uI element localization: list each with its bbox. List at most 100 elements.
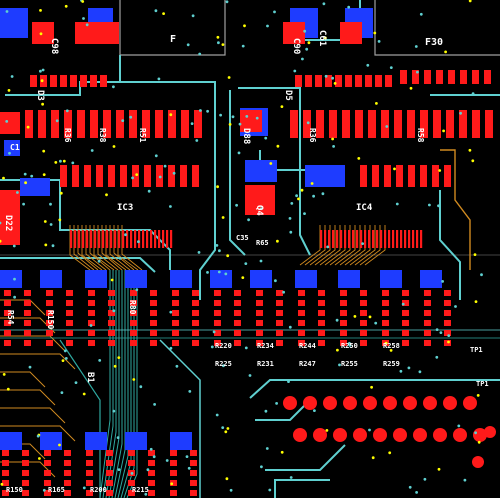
cyan-trace (0, 257, 156, 273)
bank-pad (24, 310, 31, 316)
region-outline (374, 0, 500, 56)
testpoint-label: TP1 (476, 380, 489, 388)
smd-pad (168, 165, 175, 187)
bank-pad (4, 300, 11, 306)
bank-pad (170, 460, 177, 466)
bank-pad (234, 300, 241, 306)
via (331, 137, 334, 141)
smd-pad (375, 75, 382, 87)
bank-pad (424, 290, 431, 296)
bank-pad (170, 470, 177, 476)
via (408, 485, 412, 489)
bank-pad (276, 290, 283, 296)
designator-label: D88 (241, 128, 251, 144)
bank-pad (44, 460, 51, 466)
via (471, 159, 475, 163)
via (6, 387, 10, 391)
bank-pad (148, 480, 155, 486)
ic-pin (336, 230, 339, 248)
via (5, 120, 9, 123)
bank-label: R244 (299, 342, 316, 350)
bank-pad (128, 450, 135, 456)
bank-pad (298, 290, 305, 296)
via (229, 488, 233, 492)
via (225, 0, 229, 4)
bank-pad (24, 290, 31, 296)
bank-pad (44, 470, 51, 476)
smd-pad (345, 75, 352, 87)
orange-trace (354, 225, 376, 266)
smd-pad (448, 70, 455, 84)
ic-pin (356, 230, 359, 248)
via (447, 334, 451, 337)
smd-pad (181, 110, 189, 138)
bank-pad (22, 480, 29, 486)
bank-pad (256, 300, 263, 306)
via (0, 482, 4, 486)
via (273, 10, 276, 14)
via (23, 172, 27, 176)
bank-pad (46, 320, 53, 326)
smd-pad (396, 165, 403, 187)
via (399, 369, 403, 373)
bank-pad (402, 300, 409, 306)
bank-pad (46, 330, 53, 336)
ic-pin (360, 230, 363, 248)
designator-label: R36 (63, 128, 72, 143)
smd-pad (459, 110, 467, 138)
smd-pad (408, 165, 415, 187)
via (288, 325, 292, 329)
via (186, 43, 190, 47)
bank-pad (88, 320, 95, 326)
via (268, 488, 272, 492)
designator-label: D3 (35, 90, 45, 101)
via (335, 318, 339, 322)
via (244, 262, 248, 265)
testpoint-label: TP1 (470, 346, 483, 354)
bank-pad (276, 340, 283, 346)
bank-pad (64, 460, 71, 466)
bank-pad (318, 290, 325, 296)
smd-pad (295, 75, 302, 87)
via (227, 76, 231, 79)
bank-pad (340, 310, 347, 316)
bank-pad (150, 300, 157, 306)
via (39, 9, 42, 12)
bottom-pad (40, 270, 62, 288)
via (169, 113, 173, 117)
bank-pad (360, 330, 367, 336)
bottom-pad (420, 270, 442, 288)
bank-pad (148, 490, 155, 496)
bank-pad (4, 330, 11, 336)
via (85, 23, 89, 27)
bank-pad (172, 330, 179, 336)
smd-pad (155, 110, 163, 138)
via (459, 111, 462, 115)
bank-label: R234 (257, 342, 274, 350)
via (210, 345, 214, 349)
via (423, 477, 427, 481)
via (43, 220, 47, 223)
via (44, 243, 48, 247)
via (112, 409, 116, 413)
bottom-pad (170, 270, 192, 288)
bank-pad (44, 480, 51, 486)
via (97, 259, 101, 263)
ic-pin (348, 230, 351, 248)
bank-pad (192, 300, 199, 306)
via (313, 409, 316, 412)
bank-pad (46, 310, 53, 316)
bank-pad (190, 460, 197, 466)
via (132, 378, 136, 381)
top-pad (0, 112, 20, 134)
bank-pad (214, 300, 221, 306)
cyan-trace (238, 87, 311, 256)
ic-pin (154, 230, 157, 248)
bank-label: R255 (341, 360, 358, 368)
ic-pin (74, 230, 77, 248)
ic-pin (78, 230, 81, 248)
via (231, 115, 235, 119)
via (157, 77, 161, 81)
via (65, 109, 69, 113)
